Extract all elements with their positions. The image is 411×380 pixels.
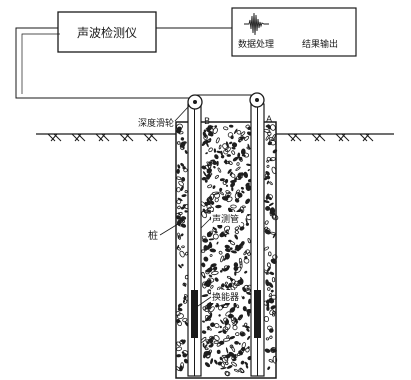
instrument-label: 声波检测仪 [77, 25, 137, 40]
concrete-aggregate [175, 123, 279, 377]
transducer-a [254, 290, 261, 338]
data-processing-label: 数据处理 [238, 38, 274, 50]
acoustic-tube-leader [200, 217, 212, 229]
pile-label: 桩 [148, 229, 158, 242]
tube-b-label: B [204, 117, 210, 127]
instrument-box [57, 11, 157, 53]
depth-pulley-label: 深度滑轮 [138, 117, 174, 129]
transducer-label: 换能器 [212, 291, 239, 303]
depth-pulley-leader [174, 105, 190, 122]
cable-inner [21, 33, 60, 94]
acoustic-tube-label-bg [211, 212, 241, 225]
acoustic-tube-label: 声测管 [212, 213, 239, 225]
tube-a-label: A [266, 115, 273, 125]
cable-main [15, 27, 195, 99]
waveform-icon [244, 12, 269, 36]
transducer-label-bg [211, 290, 241, 303]
pulley-icon [187, 92, 265, 110]
pile-leader [159, 223, 179, 236]
transducer-b [191, 290, 198, 338]
result-output-label: 结果输出 [302, 38, 338, 50]
ground-hatch-icon [47, 133, 374, 142]
transducer-leader [197, 296, 212, 307]
